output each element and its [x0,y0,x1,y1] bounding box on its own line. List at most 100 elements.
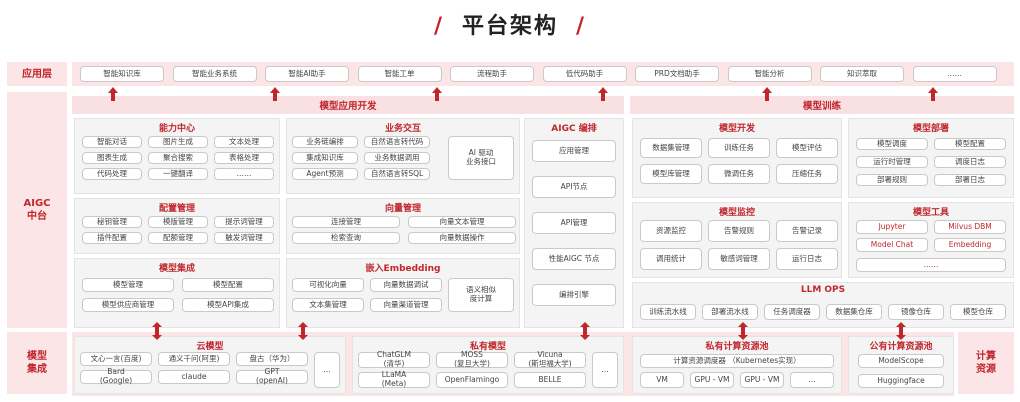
llmops-item-4[interactable]: 镜像仓库 [888,304,944,320]
vector-item-2[interactable]: 检索查询 [292,232,400,244]
model-dev-item-5[interactable]: 压缩任务 [776,164,838,184]
private-compute-item-3[interactable]: … [790,372,834,388]
compute-scheduler[interactable]: 计算资源调度器 （Kubernetes实现） [640,354,834,368]
private-models-item-2[interactable]: Vicuna (斯坦福大学) [514,351,586,368]
model-deploy-item-5[interactable]: 部署日志 [934,174,1006,186]
model-monitor-item-4[interactable]: 敏感词管理 [708,248,770,270]
embedding-item-1[interactable]: 向量数据调试 [370,278,442,292]
app-item-7[interactable]: 智能分析 [727,66,812,82]
llmops-item-0[interactable]: 训练流水线 [640,304,696,320]
config-item-4[interactable]: 配额管理 [148,232,208,244]
app-item-8[interactable]: 知识萃取 [820,66,904,82]
llmops-item-3[interactable]: 数据集仓库 [826,304,882,320]
config-item-5[interactable]: 触发词管理 [214,232,274,244]
public-compute-item-0[interactable]: ModelScope [858,354,944,368]
public-compute-item-1[interactable]: Huggingface [858,374,944,388]
cloud-models-item-2[interactable]: 盘古（华为） [236,352,308,366]
embedding-item-3[interactable]: 向量渠道管理 [370,298,442,312]
model-monitor-item-1[interactable]: 告警规则 [708,220,770,242]
cloud-models-item-4[interactable]: claude [158,370,230,384]
capability-item-7[interactable]: 一键翻译 [148,168,208,180]
business-item-0[interactable]: 业务链编排 [292,136,358,148]
business-item-5[interactable]: 自然语言转SQL [364,168,430,180]
capability-item-0[interactable]: 智能对话 [82,136,142,148]
capability-item-4[interactable]: 聚合搜索 [148,152,208,164]
ai-driver-button[interactable]: AI 驱动 业务接口 [448,136,514,180]
config-item-1[interactable]: 模版管理 [148,216,208,228]
capability-item-3[interactable]: 图表生成 [82,152,142,164]
private-compute-item-1[interactable]: GPU - VM [690,372,734,388]
vector-item-3[interactable]: 向量数据操作 [408,232,516,244]
model-dev-item-3[interactable]: 模型库管理 [640,164,702,184]
config-item-3[interactable]: 插件配置 [82,232,142,244]
app-item-5[interactable]: 低代码助手 [542,66,627,82]
app-item-0[interactable]: 智能知识库 [80,66,164,82]
capability-item-5[interactable]: 表格处理 [214,152,274,164]
cloud-models-item-1[interactable]: 通义千问(阿里) [158,352,230,366]
model-deploy-item-0[interactable]: 模型调度 [856,138,928,150]
model-tools-item-4[interactable]: …… [856,258,1006,272]
app-item-3[interactable]: 智能工单 [357,66,442,82]
vector-item-0[interactable]: 连接管理 [292,216,400,228]
app-item-2[interactable]: 智能AI助手 [265,66,349,82]
model-deploy-item-3[interactable]: 调度日志 [934,156,1006,168]
model-tools-item-1[interactable]: Milvus DBM [934,220,1006,234]
vector-item-1[interactable]: 向量文本管理 [408,216,516,228]
llmops-item-5[interactable]: 模型仓库 [950,304,1006,320]
model-integration-item-3[interactable]: 模型API集成 [182,298,274,312]
business-item-1[interactable]: 自然语言转代码 [364,136,430,148]
model-monitor-item-3[interactable]: 调用统计 [640,248,702,270]
private-models-item-5[interactable]: BELLE [514,372,586,388]
business-item-4[interactable]: Agent预测 [292,168,358,180]
private-models-item-4[interactable]: OpenFlamingo [436,372,508,388]
model-dev-item-4[interactable]: 微调任务 [708,164,770,184]
cloud-models-item-5[interactable]: GPT (openAI) [236,368,308,385]
config-item-2[interactable]: 提示词管理 [214,216,274,228]
app-item-6[interactable]: PRD文档助手 [635,66,719,82]
aigc-orch-item-2[interactable]: API管理 [532,212,616,234]
business-item-3[interactable]: 业务数据调用 [364,152,430,164]
aigc-orch-item-3[interactable]: 性能AIGC 节点 [532,248,616,270]
llmops-item-2[interactable]: 任务调度器 [764,304,820,320]
model-deploy-item-2[interactable]: 运行时管理 [856,156,928,168]
capability-item-1[interactable]: 图片生成 [148,136,208,148]
private-models-item-0[interactable]: ChatGLM (清华) [358,351,430,368]
model-integration-item-0[interactable]: 模型管理 [82,278,174,292]
private-models-item-3[interactable]: LLaMA (Meta) [358,371,430,388]
model-dev-item-1[interactable]: 训练任务 [708,138,770,158]
model-tools-item-3[interactable]: Embedding [934,238,1006,252]
private-compute-item-2[interactable]: GPU - VM [740,372,784,388]
aigc-orch-item-0[interactable]: 应用管理 [532,140,616,162]
similarity-button[interactable]: 语义相似 度计算 [448,278,514,312]
capability-item-6[interactable]: 代码处理 [82,168,142,180]
model-monitor-item-2[interactable]: 告警记录 [776,220,838,242]
embedding-item-0[interactable]: 可视化向量 [292,278,364,292]
aigc-orch-item-4[interactable]: 编排引擎 [532,284,616,306]
model-integration-item-2[interactable]: 模型供应商管理 [82,298,174,312]
config-item-0[interactable]: 秘钥管理 [82,216,142,228]
aigc-orch-item-1[interactable]: API节点 [532,176,616,198]
app-item-1[interactable]: 智能业务系统 [172,66,257,82]
model-dev-item-2[interactable]: 模型评估 [776,138,838,158]
cloud-models-more[interactable]: … [314,352,340,388]
app-item-4[interactable]: 流程助手 [450,66,534,82]
model-deploy-item-1[interactable]: 模型配置 [934,138,1006,150]
private-models-item-1[interactable]: MOSS (复旦大学) [436,351,508,368]
private-compute-item-0[interactable]: VM [640,372,684,388]
model-dev-item-0[interactable]: 数据集管理 [640,138,702,158]
model-integration-item-1[interactable]: 模型配置 [182,278,274,292]
model-tools-item-2[interactable]: Model Chat [856,238,928,252]
capability-item-8[interactable]: …… [214,168,274,180]
app-item-9[interactable]: …… [912,66,997,82]
business-item-2[interactable]: 集成知识库 [292,152,358,164]
private-models-more[interactable]: … [592,352,618,388]
model-tools-item-0[interactable]: Jupyter [856,220,928,234]
capability-item-2[interactable]: 文本处理 [214,136,274,148]
embedding-item-2[interactable]: 文本集管理 [292,298,364,312]
llmops-item-1[interactable]: 部署流水线 [702,304,758,320]
model-deploy-item-4[interactable]: 部署规则 [856,174,928,186]
model-monitor-item-0[interactable]: 资源监控 [640,220,702,242]
cloud-models-item-0[interactable]: 文心一言(百度) [80,352,152,366]
model-monitor-item-5[interactable]: 运行日志 [776,248,838,270]
cloud-models-item-3[interactable]: Bard (Google) [80,368,152,385]
